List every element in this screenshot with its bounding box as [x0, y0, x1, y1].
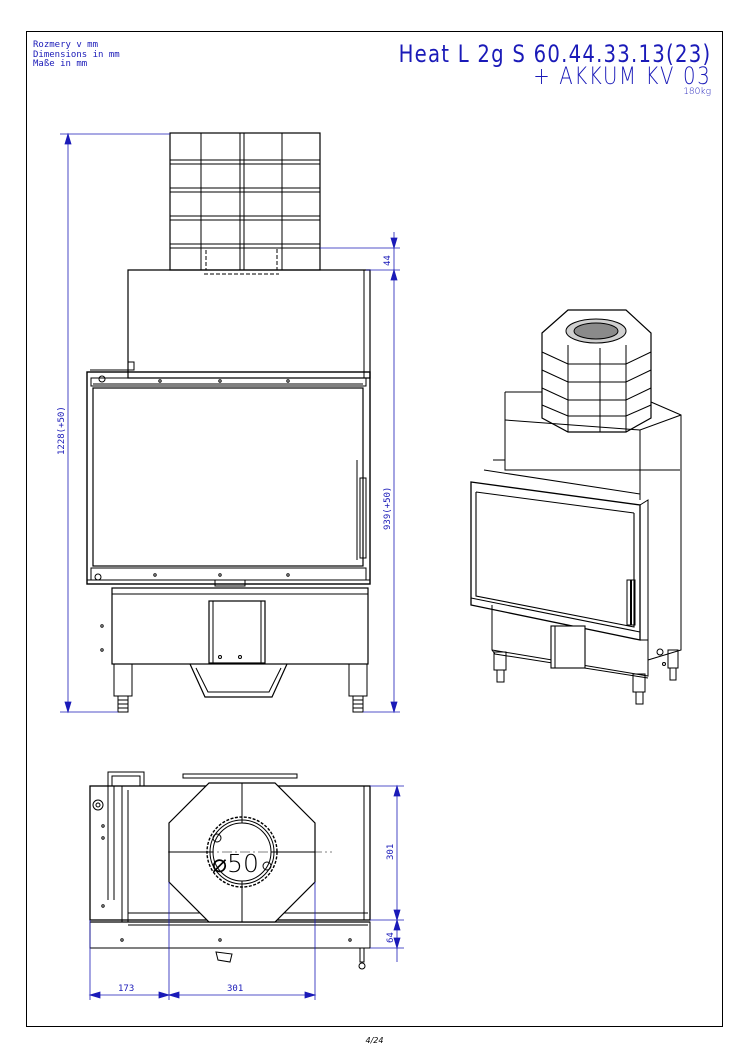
- dim-plan-front: 64: [386, 932, 396, 943]
- plan-dimensions: [88, 784, 404, 1000]
- units-note-sk: Rozmery v mm: [33, 40, 99, 50]
- drawing-frame: [26, 31, 723, 1027]
- dim-total-height: 1228(+50): [57, 406, 67, 455]
- dim-collar-height: 44: [383, 255, 393, 266]
- plan-view: [89, 771, 371, 970]
- dim-plan-left: 173: [118, 984, 134, 994]
- product-title: Heat L 2g S 60.44.33.13(23): [398, 40, 711, 68]
- units-note-en: Dimensions in mm: [33, 49, 120, 60]
- units-note-de: Maße in mm: [33, 59, 88, 69]
- units-note: Rozmery v mm Dimensions in mm Maße in mm: [33, 40, 120, 70]
- page-number: 4/24: [365, 1036, 384, 1045]
- title-block: Heat L 2g S 60.44.33.13(23) + AKKUM KV 0…: [330, 40, 711, 98]
- product-accessory: + AKKUM KV 03: [532, 62, 711, 90]
- dim-flue-diameter: ⌀50: [212, 849, 259, 878]
- dim-plan-depth: 301: [386, 844, 396, 860]
- front-view: [86, 132, 371, 713]
- akkum-blocks: [169, 132, 321, 275]
- product-weight: 180kg: [683, 87, 711, 97]
- dim-plan-width: 301: [227, 984, 243, 994]
- isometric-view: [470, 309, 682, 705]
- front-dimensions: [60, 132, 400, 714]
- iso-akkum-stack: [541, 309, 652, 433]
- dim-body-height: 939(+50): [383, 487, 393, 530]
